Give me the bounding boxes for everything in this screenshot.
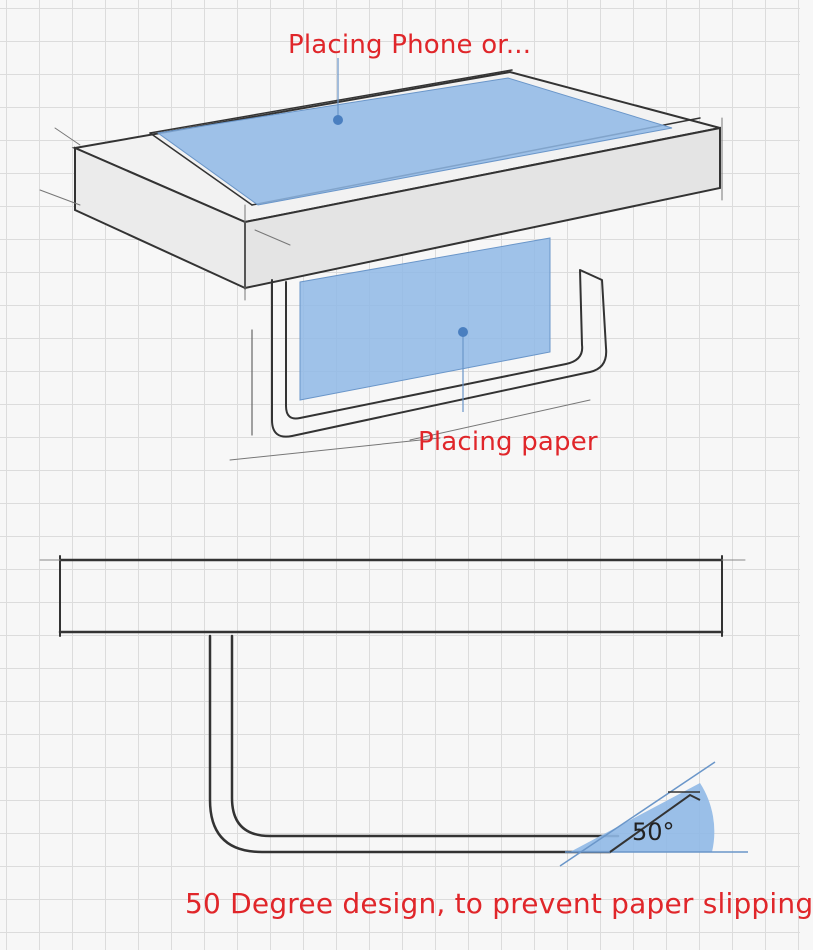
angle-label: 50°	[632, 818, 675, 846]
side-view-sketch	[39, 555, 746, 854]
paper-area-highlight	[299, 237, 551, 401]
phone-area-highlight	[156, 77, 673, 206]
label-placing-paper: Placing paper	[418, 427, 598, 457]
paper-holder-3d	[229, 269, 608, 461]
caption-50-degree: 50 Degree design, to prevent paper slipp…	[185, 887, 813, 920]
label-placing-phone: Placing Phone or...	[288, 30, 532, 60]
annotation-pointers	[333, 58, 468, 412]
angle-marker	[559, 761, 748, 867]
